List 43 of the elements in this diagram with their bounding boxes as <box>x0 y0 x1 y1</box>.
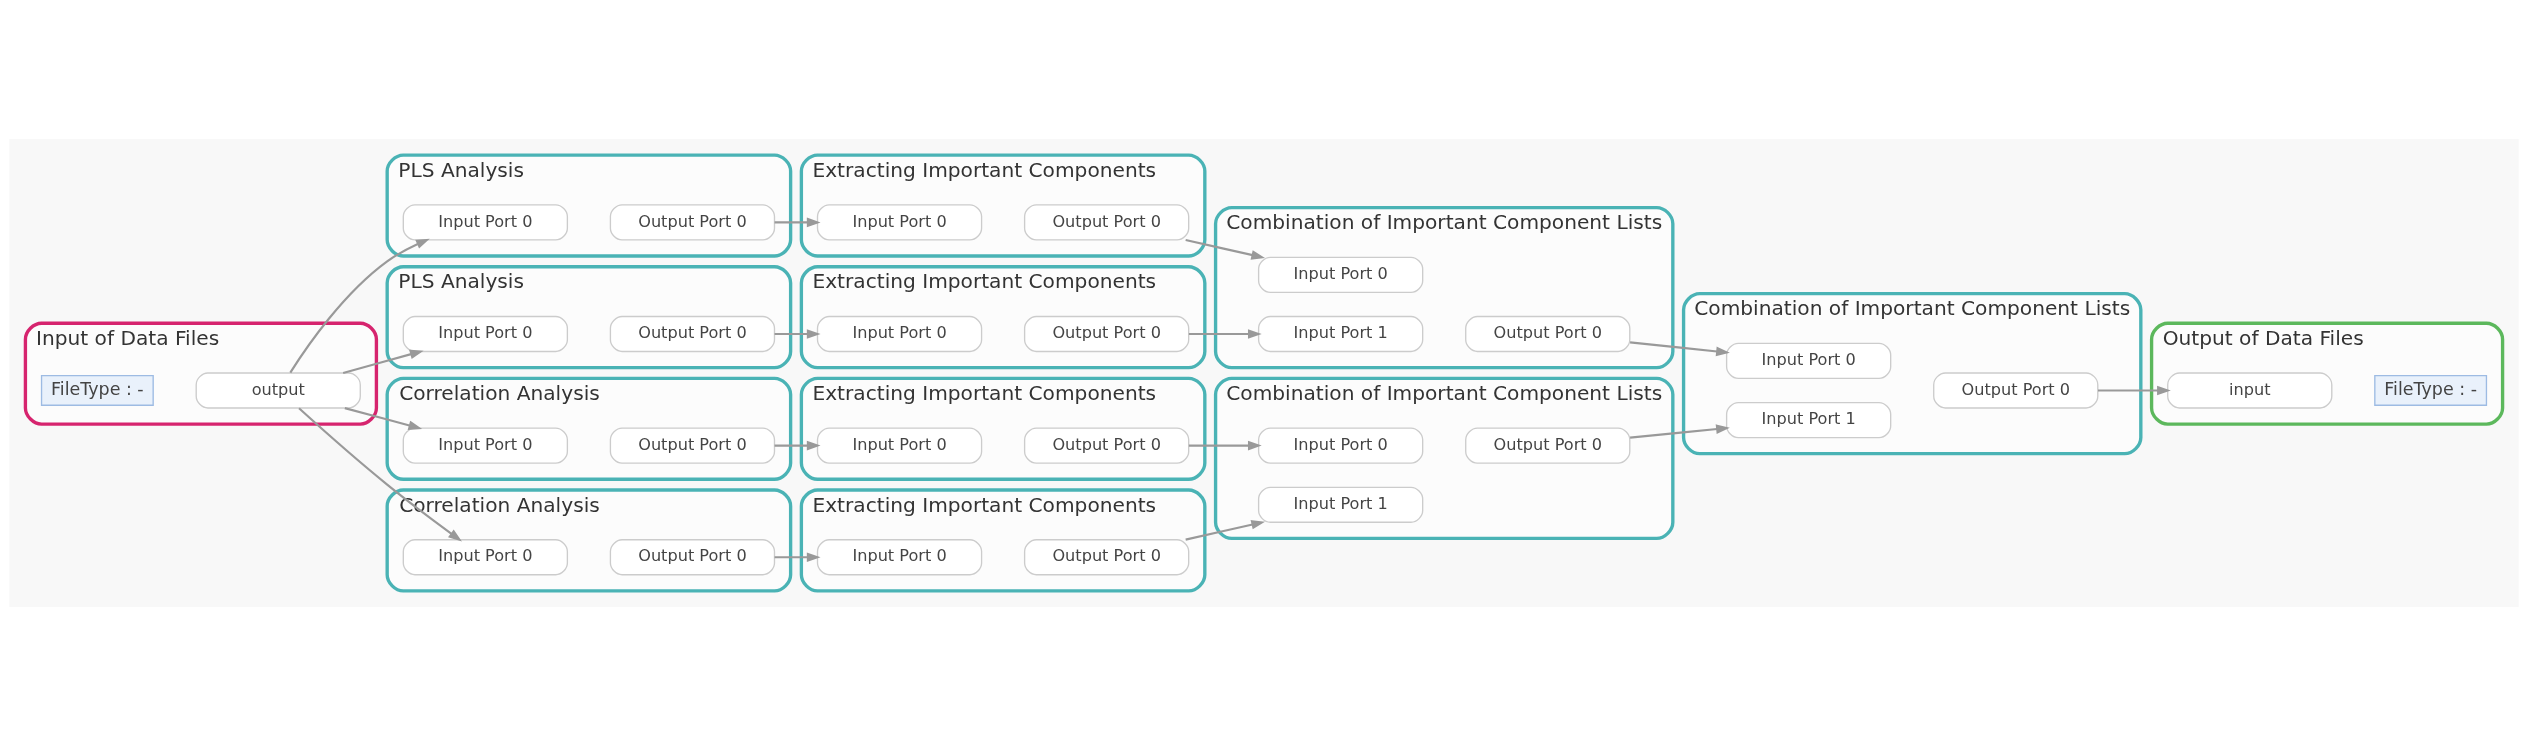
arrow <box>774 328 821 339</box>
node-box: Input Port 0 <box>1257 426 1424 464</box>
node-box: Output Port 0 <box>1023 426 1190 464</box>
node-box: Input Port 0 <box>1725 342 1892 379</box>
node-box: Input Port 0 <box>402 426 569 464</box>
arrow <box>774 440 821 450</box>
arrow <box>1188 328 1262 339</box>
node-box: Output Port 0 <box>609 426 776 464</box>
arrow <box>342 349 424 374</box>
node-box: Input Port 0 <box>816 538 983 575</box>
node-box: FileType : - <box>2374 374 2488 406</box>
node-box: Output Port 0 <box>1465 426 1631 464</box>
node-box: Input Port 1 <box>1257 486 1424 523</box>
node-box: Output Port 0 <box>1023 538 1190 575</box>
arrow <box>1188 440 1262 450</box>
node-box: Input Port 1 <box>1725 401 1892 438</box>
node-box: Output Port 0 <box>609 315 776 352</box>
node-box: Input Port 1 <box>1257 315 1424 352</box>
node-box: Input Port 0 <box>816 426 983 464</box>
node-box: Output Port 0 <box>1465 315 1631 352</box>
arrow <box>1630 423 1730 439</box>
node-box: Input Port 0 <box>402 538 569 575</box>
node-box: Input Port 0 <box>816 203 983 241</box>
node-box: output <box>195 371 361 409</box>
node-box: Input Port 0 <box>402 315 569 352</box>
node-box: Output Port 0 <box>609 538 776 575</box>
node-box: Output Port 0 <box>1023 203 1190 241</box>
arrow <box>1185 238 1266 260</box>
arrow <box>289 238 430 373</box>
arrow <box>298 407 462 541</box>
node-box: Output Port 0 <box>1023 315 1190 352</box>
arrow <box>774 551 821 562</box>
node-box: input <box>2167 371 2333 409</box>
arrow <box>774 217 821 227</box>
node-box: Input Port 0 <box>816 315 983 352</box>
node-box: Input Port 0 <box>402 203 569 241</box>
arrow <box>1629 340 1730 356</box>
node-box: FileType : - <box>40 374 154 406</box>
arrow <box>344 406 423 430</box>
arrow <box>2098 385 2171 395</box>
node-box: Input Port 0 <box>1257 256 1424 293</box>
node-box: Output Port 0 <box>609 203 776 241</box>
node-box: Output Port 0 <box>1933 371 2099 409</box>
